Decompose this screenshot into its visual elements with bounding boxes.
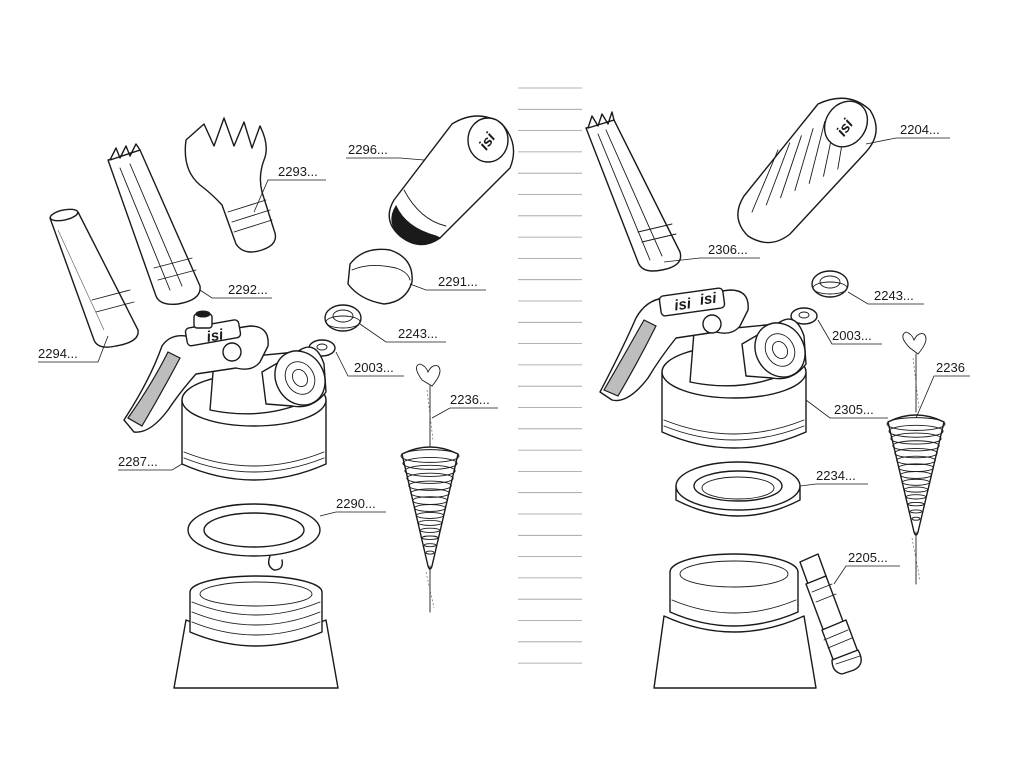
brush-bristle-ring: [406, 472, 454, 484]
brush-bristle-ring: [417, 519, 443, 526]
brush-bristle-ring: [410, 488, 450, 498]
leader-lines: [38, 137, 970, 585]
cap-rib: [794, 128, 814, 192]
bottle-left: [173, 575, 339, 689]
valve-2205: [799, 553, 862, 675]
label-2243-left: 2243...: [398, 326, 438, 341]
part-labels: 2294... 2292... 2293... 2296... 2291... …: [38, 122, 965, 565]
label-2294: 2294...: [38, 346, 78, 361]
brush-bristle-ring: [404, 464, 456, 477]
label-2205: 2205...: [848, 550, 888, 565]
label-2204: 2204...: [900, 122, 940, 137]
label-2003-left: 2003...: [354, 360, 394, 375]
brush-bristle-ring: [901, 478, 931, 486]
label-2243-right: 2243...: [874, 288, 914, 303]
brush-bristle-ring: [421, 535, 439, 540]
nozzle-2294: [49, 208, 139, 348]
cap-rib: [751, 149, 779, 213]
seal-2234: [675, 461, 801, 517]
brush-bristle-ring: [425, 550, 435, 555]
brush-bristle-ring: [909, 509, 923, 514]
brush-bristle-ring: [402, 457, 458, 470]
brush-bristle-ring: [900, 471, 932, 479]
label-2306: 2306...: [708, 242, 748, 257]
brush-bristle-ring: [419, 527, 441, 533]
seal-2290: [187, 503, 321, 571]
logo-isi-head-2287: isi: [205, 326, 225, 346]
valve-2243-right: [811, 270, 849, 298]
right-assembly: isi isi isi: [585, 97, 946, 689]
brush-bristle-ring: [400, 449, 460, 463]
nozzle-2306: [585, 111, 682, 272]
brush-2236-right: [886, 331, 946, 585]
left-assembly: isi: [49, 115, 515, 689]
brush-bristle-ring: [415, 511, 445, 519]
brush-bristle-ring: [892, 440, 940, 452]
brush-bristle-ring: [896, 455, 936, 466]
nozzle-2292: [107, 143, 201, 306]
head-2305: isi isi: [599, 287, 807, 449]
valve-2243-left: [324, 304, 362, 332]
brush-bristle-ring: [905, 494, 927, 500]
brush-bristle-ring: [888, 424, 944, 438]
nozzle-2293: [184, 117, 277, 253]
brush-bristle-ring: [911, 516, 921, 521]
logo-isi-head-2305-a: isi: [673, 295, 693, 314]
head-2287: isi: [123, 310, 327, 481]
cap-rib: [808, 120, 826, 184]
logo-isi-head-2305-b: isi: [699, 290, 719, 309]
brush-bristle-ring: [907, 501, 925, 507]
gasket-2003-right: [790, 307, 818, 325]
cap-rib: [780, 135, 802, 199]
label-2236-right: 2236: [936, 360, 965, 375]
label-2292: 2292...: [228, 282, 268, 297]
cap-2296: isi: [388, 115, 515, 246]
bottle-right: [653, 553, 817, 689]
cap-2291: [347, 248, 413, 305]
label-2290: 2290...: [336, 496, 376, 511]
label-2305: 2305...: [834, 402, 874, 417]
label-2236-left: 2236...: [450, 392, 490, 407]
brush-2236-left: [400, 363, 460, 613]
brush-bristle-ring: [894, 448, 938, 459]
binding-spine: [518, 87, 582, 664]
label-2291: 2291...: [438, 274, 478, 289]
brush-bristle-ring: [890, 432, 942, 445]
cap-2204: isi: [737, 97, 877, 244]
label-2003-right: 2003...: [832, 328, 872, 343]
brush-bristle-ring: [903, 486, 929, 493]
brush-bristle-ring: [408, 480, 452, 491]
label-2287: 2287...: [118, 454, 158, 469]
label-2293: 2293...: [278, 164, 318, 179]
cap-rib: [765, 142, 791, 206]
label-2296: 2296...: [348, 142, 388, 157]
brush-bristle-ring: [423, 543, 437, 548]
label-2234: 2234...: [816, 468, 856, 483]
brush-bristle-ring: [414, 504, 446, 512]
